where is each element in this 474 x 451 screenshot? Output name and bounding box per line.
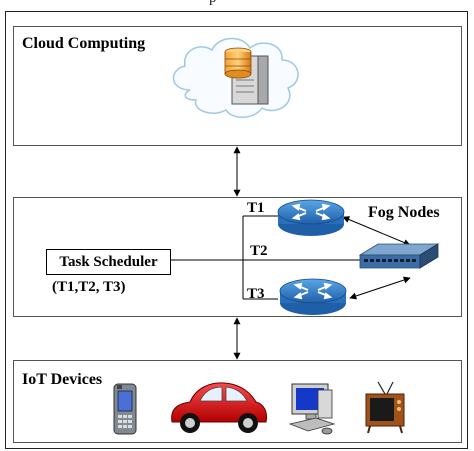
task-link-lines	[171, 215, 360, 300]
router-icon	[277, 199, 345, 236]
television-icon	[365, 381, 405, 434]
iot-layer-title: IoT Devices	[22, 371, 103, 388]
figure-frame	[5, 11, 468, 449]
link-label-t3: T3	[247, 286, 265, 302]
fog-layer-title: Fog Nodes	[368, 204, 440, 221]
router2-switch-link	[349, 276, 411, 300]
top-caption-fragment: p	[0, 0, 474, 14]
car-icon	[171, 382, 267, 433]
link-label-t2: T2	[250, 243, 268, 259]
link-label-t1: T1	[247, 200, 265, 216]
cloud-layer-title: Cloud Computing	[22, 35, 146, 52]
cloud-server-icon	[172, 37, 299, 118]
router1-switch-link	[342, 216, 411, 246]
task-scheduler-box: Task Scheduler	[46, 249, 171, 275]
switch-icon	[358, 243, 440, 269]
task-list-label: (T1,T2, T3)	[52, 279, 126, 295]
computer-icon	[288, 383, 336, 435]
mobile-phone-icon	[113, 383, 137, 435]
router-icon	[279, 278, 347, 315]
